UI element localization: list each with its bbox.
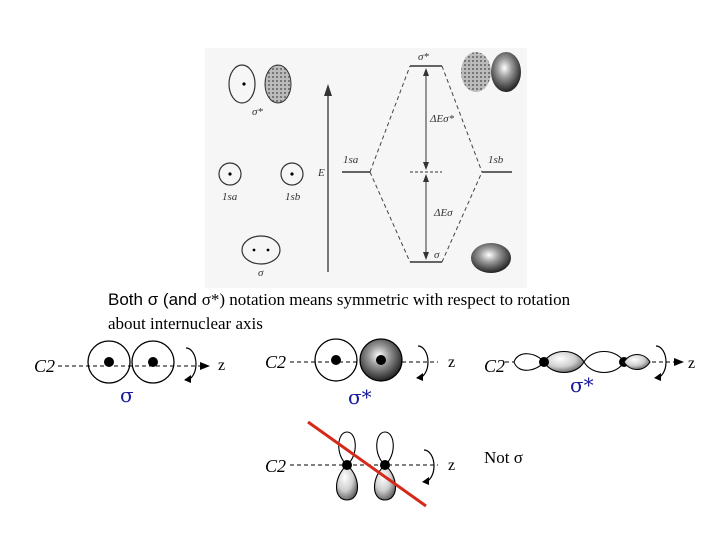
orbital-renders (461, 52, 521, 273)
sigma-star-left-lobe (228, 64, 256, 104)
e-axis-label: E (317, 167, 325, 179)
1sa-orbital (218, 162, 242, 186)
panel-sigma: C2 z (34, 340, 225, 384)
sigma-left-bottom-label: σ (258, 267, 264, 279)
1sa-left-label: 1sa (222, 191, 238, 203)
p-lobe (623, 353, 651, 371)
1sb-left-label: 1sb (285, 191, 301, 203)
nucleus-dot (228, 172, 232, 176)
p-lobe-top-b (376, 431, 394, 466)
sigma-render (471, 243, 511, 273)
c2-label: C2 (34, 356, 55, 376)
sigma-star-render-right (491, 52, 521, 92)
sigma-bonding-orbital (241, 235, 281, 265)
c2-label: C2 (265, 456, 286, 476)
sigma-bottom-label: σ (434, 249, 440, 261)
nucleus-a (331, 355, 341, 365)
p-lobe-bottom-a (335, 464, 359, 501)
not-sigma-label: Not σ (484, 448, 523, 467)
nucleus-a (104, 357, 114, 367)
delta-e-label: ΔEσ (433, 207, 453, 219)
z-axis-label: z (448, 457, 455, 474)
axis-arrow-icon (200, 362, 210, 370)
z-axis-label: z (448, 354, 455, 371)
ao-b (131, 340, 175, 384)
sigma-star-left-label: σ* (252, 106, 263, 118)
caption-sigma-star: σ* (201, 290, 220, 309)
panel-sigma-star-s: C2 z (265, 338, 455, 382)
z-axis-label: z (218, 357, 225, 374)
energy-axis: E (317, 84, 332, 272)
nucleus-dot (252, 248, 256, 252)
p-lobe (583, 350, 625, 374)
nucleus-dot (290, 172, 294, 176)
1sa-right-label: 1sa (343, 154, 359, 166)
sigma-star-right-label: σ* (570, 373, 594, 397)
nucleus-a (342, 460, 352, 470)
mo-levels: 1sa 1sb σ* σ ΔEσ* ΔEσ (342, 51, 512, 263)
caption-part3: ) notation means symmetric with respect … (108, 290, 571, 333)
left-orbital-sketches: σ* 1sa 1sb σ (218, 64, 304, 279)
nucleus-b (380, 460, 390, 470)
c2-label: C2 (484, 356, 505, 376)
sigma-star-top-label: σ* (418, 51, 429, 63)
nucleus-dot (242, 82, 246, 86)
sigma-label: σ (120, 383, 134, 407)
z-axis-label: z (688, 355, 695, 372)
p-lobe (543, 350, 585, 374)
nucleus-b (148, 357, 158, 367)
nucleus-b (376, 355, 386, 365)
ao-a (87, 340, 131, 384)
1sb-right-label: 1sb (488, 154, 504, 166)
1sb-orbital (280, 162, 304, 186)
panel-not-sigma: C2 z (265, 420, 455, 508)
nucleus-dot (266, 248, 270, 252)
sigma-star-render-left (461, 52, 491, 92)
sigma-star-mid-label: σ* (348, 385, 372, 409)
sigma-star-right-lobe (264, 64, 292, 104)
caption-part2: (and (158, 290, 202, 309)
cross-out-line (307, 420, 427, 508)
axis-arrow-icon (674, 358, 684, 366)
caption-text: Both σ (and σ*) notation means symmetric… (108, 288, 588, 336)
nucleus-a (539, 357, 549, 367)
arrow-up-icon (324, 84, 332, 96)
caption-part1: Both (108, 290, 148, 309)
c2-label: C2 (265, 352, 286, 372)
ao-a (314, 338, 358, 382)
delta-e-star-label: ΔEσ* (429, 113, 455, 125)
panel-sigma-star-p: C2 z (484, 345, 695, 381)
caption-sigma: σ (147, 290, 159, 309)
